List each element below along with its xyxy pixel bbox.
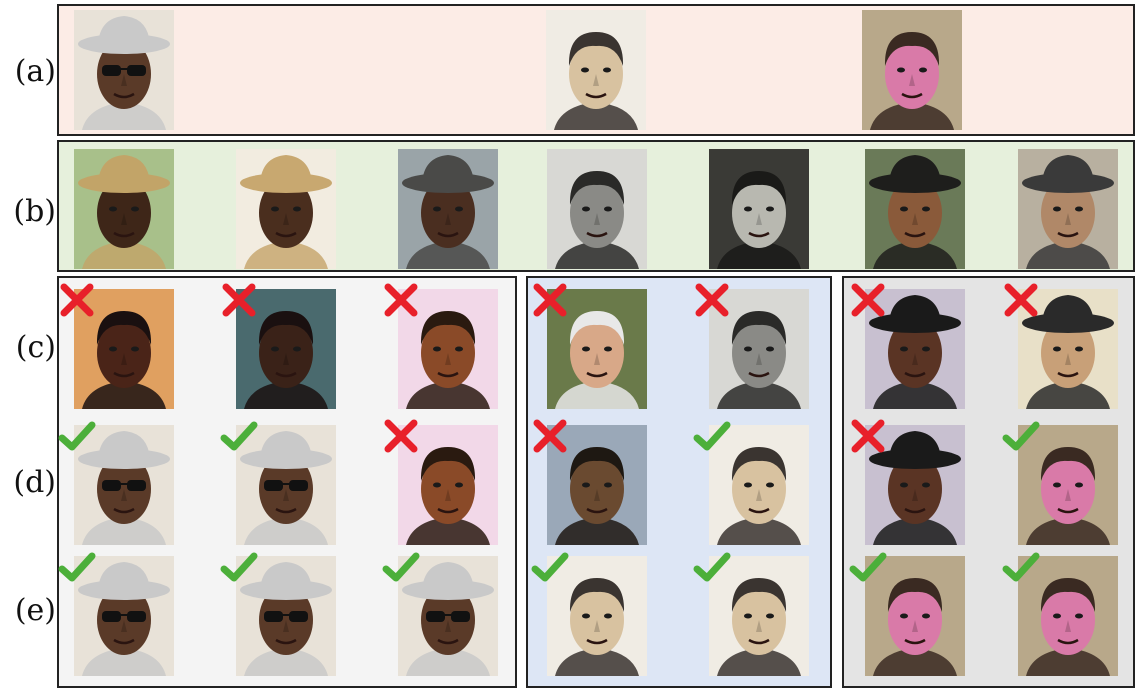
query-face (546, 10, 646, 130)
cross-icon (849, 283, 887, 317)
check-icon (1002, 419, 1040, 453)
reference-face (865, 149, 965, 269)
cross-icon (531, 283, 569, 317)
check-icon (693, 550, 731, 584)
cross-icon (531, 419, 569, 453)
row-label-d: (d) (0, 468, 56, 498)
cross-icon (382, 419, 420, 453)
reference-face (1018, 149, 1118, 269)
cross-icon (220, 283, 258, 317)
row-label-c: (c) (0, 333, 56, 363)
cross-icon (1002, 283, 1040, 317)
reference-face (709, 149, 809, 269)
row-label-b: (b) (0, 197, 56, 227)
reference-face (74, 149, 174, 269)
reference-face (547, 149, 647, 269)
reference-face (236, 149, 336, 269)
check-icon (1002, 550, 1040, 584)
check-icon (220, 419, 258, 453)
check-icon (382, 550, 420, 584)
query-face (74, 10, 174, 130)
cross-icon (693, 283, 731, 317)
cross-icon (382, 283, 420, 317)
check-icon (849, 550, 887, 584)
row-label-e: (e) (0, 596, 56, 626)
check-icon (220, 550, 258, 584)
cross-icon (849, 419, 887, 453)
reference-face (398, 149, 498, 269)
check-icon (693, 419, 731, 453)
check-icon (531, 550, 569, 584)
check-icon (58, 550, 96, 584)
cross-icon (58, 283, 96, 317)
check-icon (58, 419, 96, 453)
query-face (862, 10, 962, 130)
row-label-a: (a) (0, 57, 56, 87)
